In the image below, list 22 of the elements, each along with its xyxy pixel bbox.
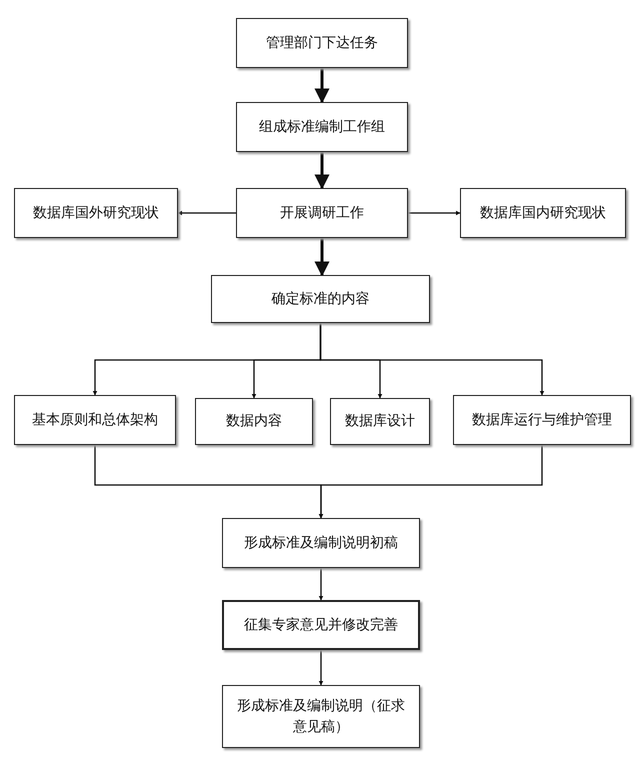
process-box: 形成标准及编制说明（征求意见稿） (222, 685, 420, 748)
arrow (318, 445, 543, 518)
process-box: 数据内容 (195, 398, 313, 445)
arrow (318, 568, 324, 600)
process-box: 数据库运行与维护管理 (453, 395, 631, 445)
process-box: 组成标准编制工作组 (236, 102, 408, 152)
process-box: 数据库国内研究现状 (460, 188, 626, 238)
process-box: 开展调研工作 (236, 188, 408, 238)
process-box: 征集专家意见并修改完善 (222, 600, 420, 650)
arrow (314, 152, 330, 190)
process-box: 数据库国外研究现状 (14, 188, 178, 238)
process-box: 管理部门下达任务 (236, 18, 408, 68)
arrow (408, 210, 460, 216)
process-box: 确定标准的内容 (211, 275, 430, 323)
process-box: 数据库设计 (330, 398, 430, 445)
arrow (314, 238, 330, 276)
arrow (178, 210, 236, 216)
arrow (320, 323, 544, 396)
arrow (314, 68, 330, 104)
process-box: 形成标准及编制说明初稿 (222, 518, 420, 568)
arrow (318, 650, 324, 686)
process-box: 基本原则和总体架构 (14, 395, 176, 445)
